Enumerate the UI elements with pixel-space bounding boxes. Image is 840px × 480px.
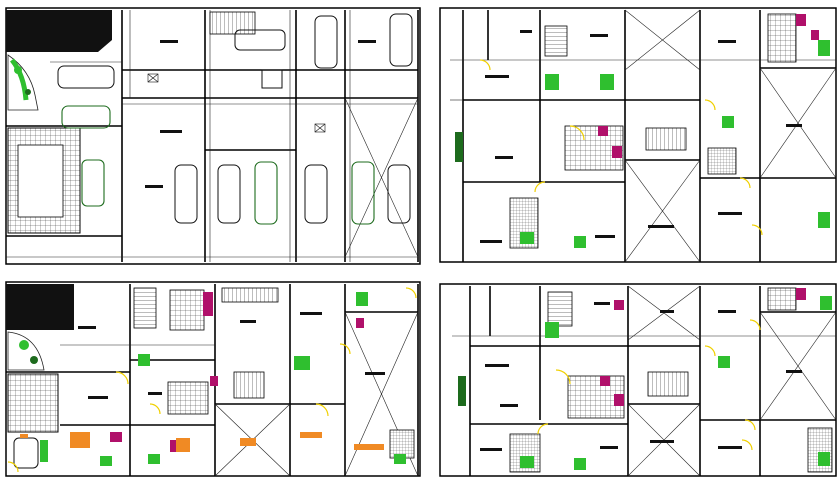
car-outline: [174, 164, 198, 224]
car-outline: [314, 15, 338, 69]
stair: [133, 287, 157, 329]
tiled-floor: [707, 147, 737, 175]
stair: [547, 291, 573, 327]
tiled-floor: [169, 289, 205, 331]
car-outline: [387, 164, 411, 224]
sheet-ground-floor-parking: [5, 7, 421, 265]
tiled-patio: [7, 373, 59, 433]
tiled-floor: [167, 381, 209, 415]
car-outline: [57, 65, 115, 89]
car-outline: [389, 13, 413, 67]
stair: [645, 127, 687, 151]
sheet-typical-floor-a: [439, 7, 837, 263]
sheet-typical-floor-b: [439, 283, 837, 477]
car-outline: [304, 164, 328, 224]
sheet-first-floor: [5, 281, 421, 477]
tiled-floor: [767, 13, 797, 63]
car-outline: [254, 161, 278, 225]
stair: [221, 287, 279, 303]
stair: [544, 25, 568, 57]
car-outline: [234, 29, 286, 51]
car-outline: [61, 105, 111, 129]
car-outline: [81, 159, 105, 207]
stair: [209, 11, 256, 35]
car-outline: [351, 161, 375, 225]
car-outline: [13, 437, 39, 469]
black-fill-area: [6, 10, 112, 52]
car-outline: [217, 164, 241, 224]
stair: [647, 371, 689, 397]
black-fill-area: [6, 284, 74, 330]
stair: [233, 371, 265, 399]
tiled-floor: [767, 287, 797, 311]
